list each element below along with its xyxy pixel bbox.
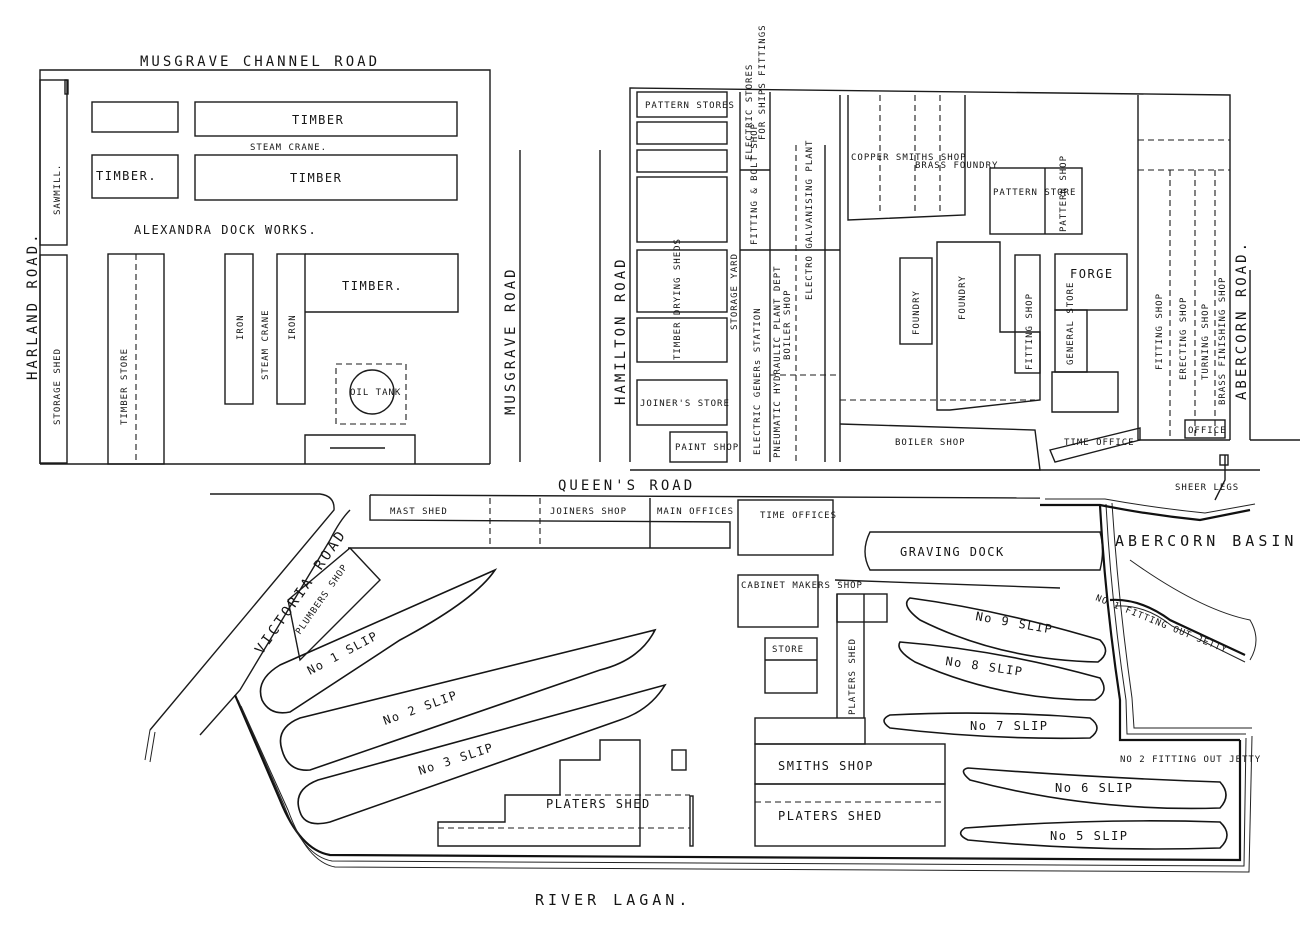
label-time-offices: TIME OFFICES [760, 511, 837, 521]
label-mast-shed: MAST SHED [390, 507, 448, 517]
label-joiners-shop: JOINERS SHOP [550, 507, 627, 517]
yard-labels: MAST SHED JOINERS SHOP MAIN OFFICES TIME… [294, 483, 1300, 909]
label-fitting-shop-small: FITTING SHOP [1025, 293, 1035, 370]
label-slip-1: No 1 SLIP [305, 628, 381, 677]
road-label-musgrave: MUSGRAVE ROAD [503, 266, 519, 415]
label-abercorn-basin: ABERCORN BASIN. [1115, 532, 1300, 550]
label-sawmill: SAWMILL. [53, 164, 63, 215]
road-label-musgrave-channel: MUSGRAVE CHANNEL ROAD [140, 54, 380, 70]
label-graving-dock: GRAVING DOCK [900, 545, 1005, 559]
slips [259, 568, 1228, 850]
label-slip-7: No 7 SLIP [970, 719, 1049, 733]
road-label-victoria: VICTORIA ROAD [252, 526, 350, 657]
label-fitting-bolt: FITTING & BOLT SHOP [750, 123, 760, 245]
road-label-abercorn: ABERCORN ROAD. [1234, 240, 1250, 400]
label-platers-shed-2: PLATERS SHED [778, 809, 883, 823]
label-slip-6: No 6 SLIP [1055, 781, 1134, 795]
label-slip-3: No 3 SLIP [417, 740, 496, 778]
label-foundry-1: FOUNDRY [912, 290, 922, 335]
label-platers-shed-v: PLATERS SHED [848, 638, 858, 715]
west-block-labels: SAWMILL. TIMBER STEAM CRANE. TIMBER. TIM… [53, 113, 403, 425]
label-general-store: GENERAL STORE [1066, 282, 1076, 365]
label-cabinet-makers: CABINET MAKERS SHOP [741, 581, 863, 591]
label-main-offices: MAIN OFFICES [657, 507, 734, 517]
label-forge: FORGE [1070, 267, 1114, 281]
label-foundry-2: FOUNDRY [958, 275, 968, 320]
label-time-office-1: TIME OFFICE [1064, 438, 1135, 448]
label-ships-fittings: FOR SHIPS FITTINGS [758, 24, 768, 140]
label-fitting-shop: FITTING SHOP [1155, 293, 1165, 370]
label-boiler-shop-2: BOILER SHOP [895, 438, 966, 448]
label-store: STORE [772, 645, 804, 655]
label-electro-plant: ELECTRO GALVANISING PLANT [805, 140, 815, 300]
label-timber-2: TIMBER. [96, 169, 157, 183]
road-label-hamilton: HAMILTON ROAD [613, 256, 629, 405]
label-office: OFFICE [1188, 426, 1227, 436]
label-river-lagan: RIVER LAGAN. [535, 891, 691, 909]
label-pattern-store: PATTERN STORE [993, 188, 1076, 198]
label-electric-gen: ELECTRIC GENERs STATION [753, 307, 763, 455]
label-oil-tank: OIL TANK [350, 388, 401, 398]
waterline [144, 498, 1257, 873]
label-brass-foundry: BRASS FOUNDRY [915, 161, 998, 171]
label-pneumatic: PNEUMATIC HYDRAULIC PLANT DEPT [773, 265, 783, 458]
label-timber-1: TIMBER [292, 113, 344, 127]
label-platers-shed-1: PLATERS SHED [546, 797, 651, 811]
label-timber-4: TIMBER. [342, 279, 403, 293]
label-fitting-out-1: NO 1 FITTING OUT JETTY [1094, 594, 1229, 656]
label-iron-1: IRON [236, 314, 246, 340]
label-slip-5: No 5 SLIP [1050, 829, 1129, 843]
label-brass-finishing: BRASS FINISHING SHOP [1218, 277, 1228, 405]
label-boiler-shop-1: BOILER SHOP [783, 289, 793, 360]
label-storage-shed: STORAGE SHED [53, 348, 63, 425]
label-iron-2: IRON [288, 314, 298, 340]
label-electric-stores: ELECTRIC STORES [745, 64, 755, 160]
label-sheer-legs: SHEER LEGS [1175, 483, 1239, 493]
label-joiners-store: JOINER'S STORE [640, 399, 730, 409]
label-timber-3: TIMBER [290, 171, 342, 185]
west-block [39, 79, 459, 465]
label-alexandra: ALEXANDRA DOCK WORKS. [134, 223, 317, 237]
label-timber-drying: TIMBER DRYING SHEDS [673, 238, 683, 360]
road-label-harland: HARLAND ROAD. [25, 231, 41, 380]
east-block-labels: PATTERN STORES ELECTRIC STORES FOR SHIPS… [640, 24, 1228, 458]
label-fitting-out-2: NO 2 FITTING OUT JETTY [1120, 755, 1261, 765]
east-block [629, 87, 1231, 471]
label-turning-shop: TURNING SHOP [1201, 303, 1211, 380]
label-smiths-shop: SMITHS SHOP [778, 759, 874, 773]
label-slip-9: No 9 SLIP [974, 609, 1054, 636]
label-timber-store: TIMBER STORE [120, 348, 130, 425]
road-label-queens: QUEEN'S ROAD [558, 478, 695, 494]
label-paint-shop: PAINT SHOP [675, 443, 739, 453]
label-coppersmiths: COPPER SMITHS SHOP [851, 153, 967, 163]
label-steam-crane-1: STEAM CRANE. [250, 143, 327, 153]
label-steam-crane-2: STEAM CRANE [261, 309, 271, 380]
label-erecting-shop: ERECTING SHOP [1179, 297, 1189, 380]
label-pattern-stores: PATTERN STORES [645, 101, 735, 111]
label-pattern-shop: PATTERN SHOP [1059, 155, 1069, 232]
label-storage-yard: STORAGE YARD [730, 253, 740, 330]
